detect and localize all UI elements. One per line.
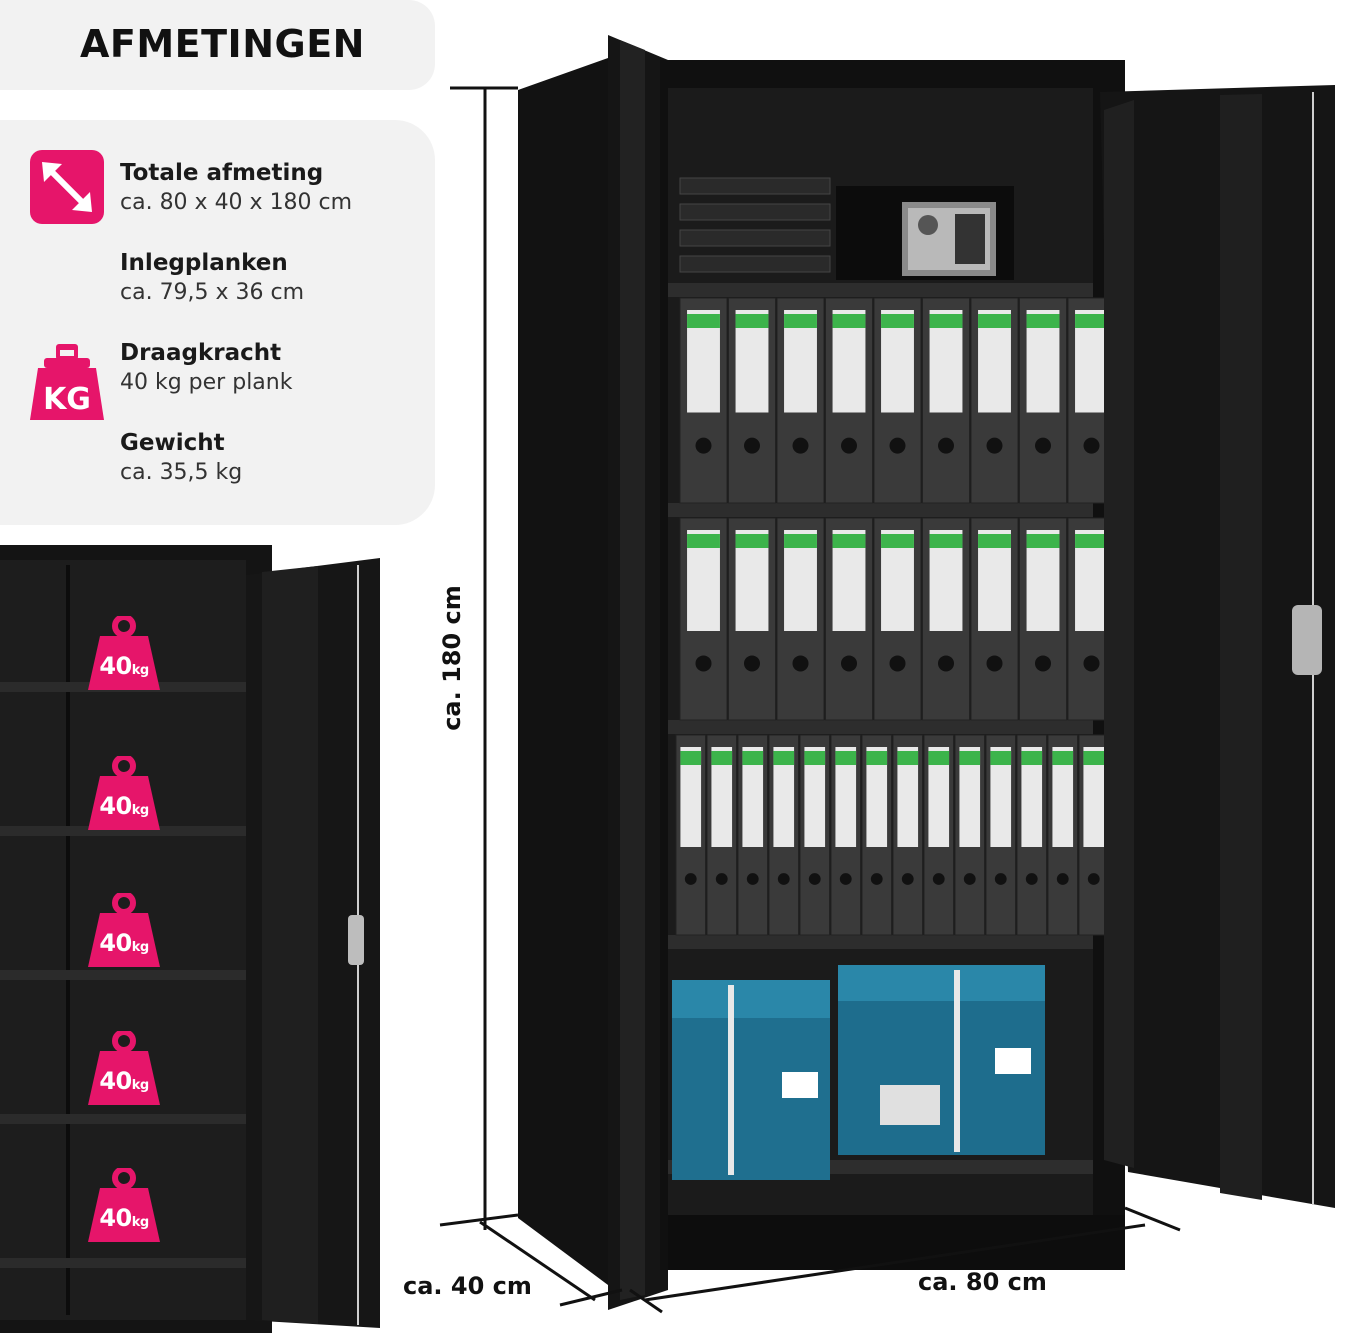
- spec-value: ca. 35,5 kg: [120, 460, 243, 485]
- spec-label: Gewicht: [120, 430, 225, 456]
- depth-dimension-label: ca. 40 cm: [403, 1272, 532, 1300]
- weight-icon: [88, 891, 160, 967]
- dimension-lines: [439, 86, 1181, 1314]
- specs-panel: Totale afmeting ca. 80 x 40 x 180 cm Inl…: [0, 120, 435, 525]
- title-panel: AFMETINGEN: [0, 0, 435, 90]
- spec-value: 40 kg per plank: [120, 370, 293, 395]
- badge-unit: kg: [131, 1215, 149, 1230]
- weight-icon: [88, 754, 160, 830]
- spec-total-size: Totale afmeting ca. 80 x 40 x 180 cm: [120, 158, 352, 218]
- spec-weight: Gewicht ca. 35,5 kg: [120, 428, 242, 488]
- weight-icon: [88, 1166, 160, 1242]
- badge-value: 40: [99, 1067, 132, 1095]
- kg-weight-icon: KG: [30, 342, 104, 420]
- badge-value: 40: [99, 929, 132, 957]
- badge-value: 40: [99, 792, 132, 820]
- spec-load-capacity: Draagkracht 40 kg per plank: [120, 338, 292, 398]
- height-dimension-label: ca. 180 cm: [438, 585, 466, 731]
- badge-unit: kg: [131, 803, 149, 818]
- weight-icon: [88, 1029, 160, 1105]
- weight-icon: [88, 614, 160, 690]
- diagonal-arrows-icon: [30, 150, 104, 224]
- badge-value: 40: [99, 652, 132, 680]
- spec-label: Draagkracht: [120, 340, 282, 366]
- badge-value: 40: [99, 1204, 132, 1232]
- shelf-weight-badge: 40kg: [86, 891, 162, 969]
- width-dimension-label: ca. 80 cm: [918, 1268, 1047, 1296]
- spec-label: Totale afmeting: [120, 160, 324, 186]
- large-cabinet-illustration: [518, 35, 1335, 1310]
- shelf-weight-badge: 40kg: [86, 754, 162, 832]
- spec-label: Inlegplanken: [120, 250, 288, 276]
- shelf-weight-badge: 40kg: [86, 1029, 162, 1107]
- shelf-weight-badge: 40kg: [86, 614, 162, 692]
- spec-value: ca. 80 x 40 x 180 cm: [120, 190, 353, 215]
- spec-shelves: Inlegplanken ca. 79,5 x 36 cm: [120, 248, 304, 308]
- badge-unit: kg: [131, 1078, 149, 1093]
- shelf-weight-badge: 40kg: [86, 1166, 162, 1244]
- small-cabinet-illustration: [0, 545, 380, 1333]
- badge-unit: kg: [131, 940, 149, 955]
- spec-value: ca. 79,5 x 36 cm: [120, 280, 305, 305]
- kg-icon-text: KG: [43, 382, 91, 417]
- badge-unit: kg: [131, 663, 149, 678]
- page-title: AFMETINGEN: [80, 22, 365, 66]
